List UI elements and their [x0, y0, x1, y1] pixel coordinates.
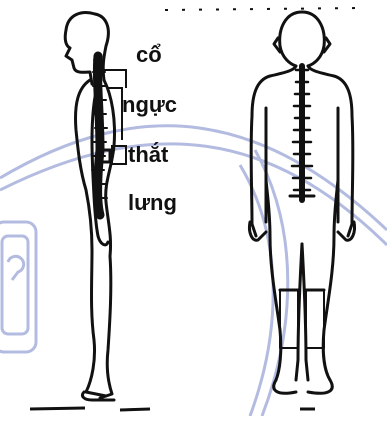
- watermark-stamp-icon: [0, 126, 387, 416]
- label-thoracic: ngực: [122, 92, 177, 117]
- scan-top-edge: [165, 8, 360, 10]
- label-lumbar-line2: lưng: [128, 190, 177, 215]
- scan-bottom-edge: [30, 408, 315, 410]
- back-view-spine: [290, 66, 314, 200]
- label-lumbar-line1: thắt: [128, 142, 169, 167]
- label-neck: cổ: [136, 42, 162, 67]
